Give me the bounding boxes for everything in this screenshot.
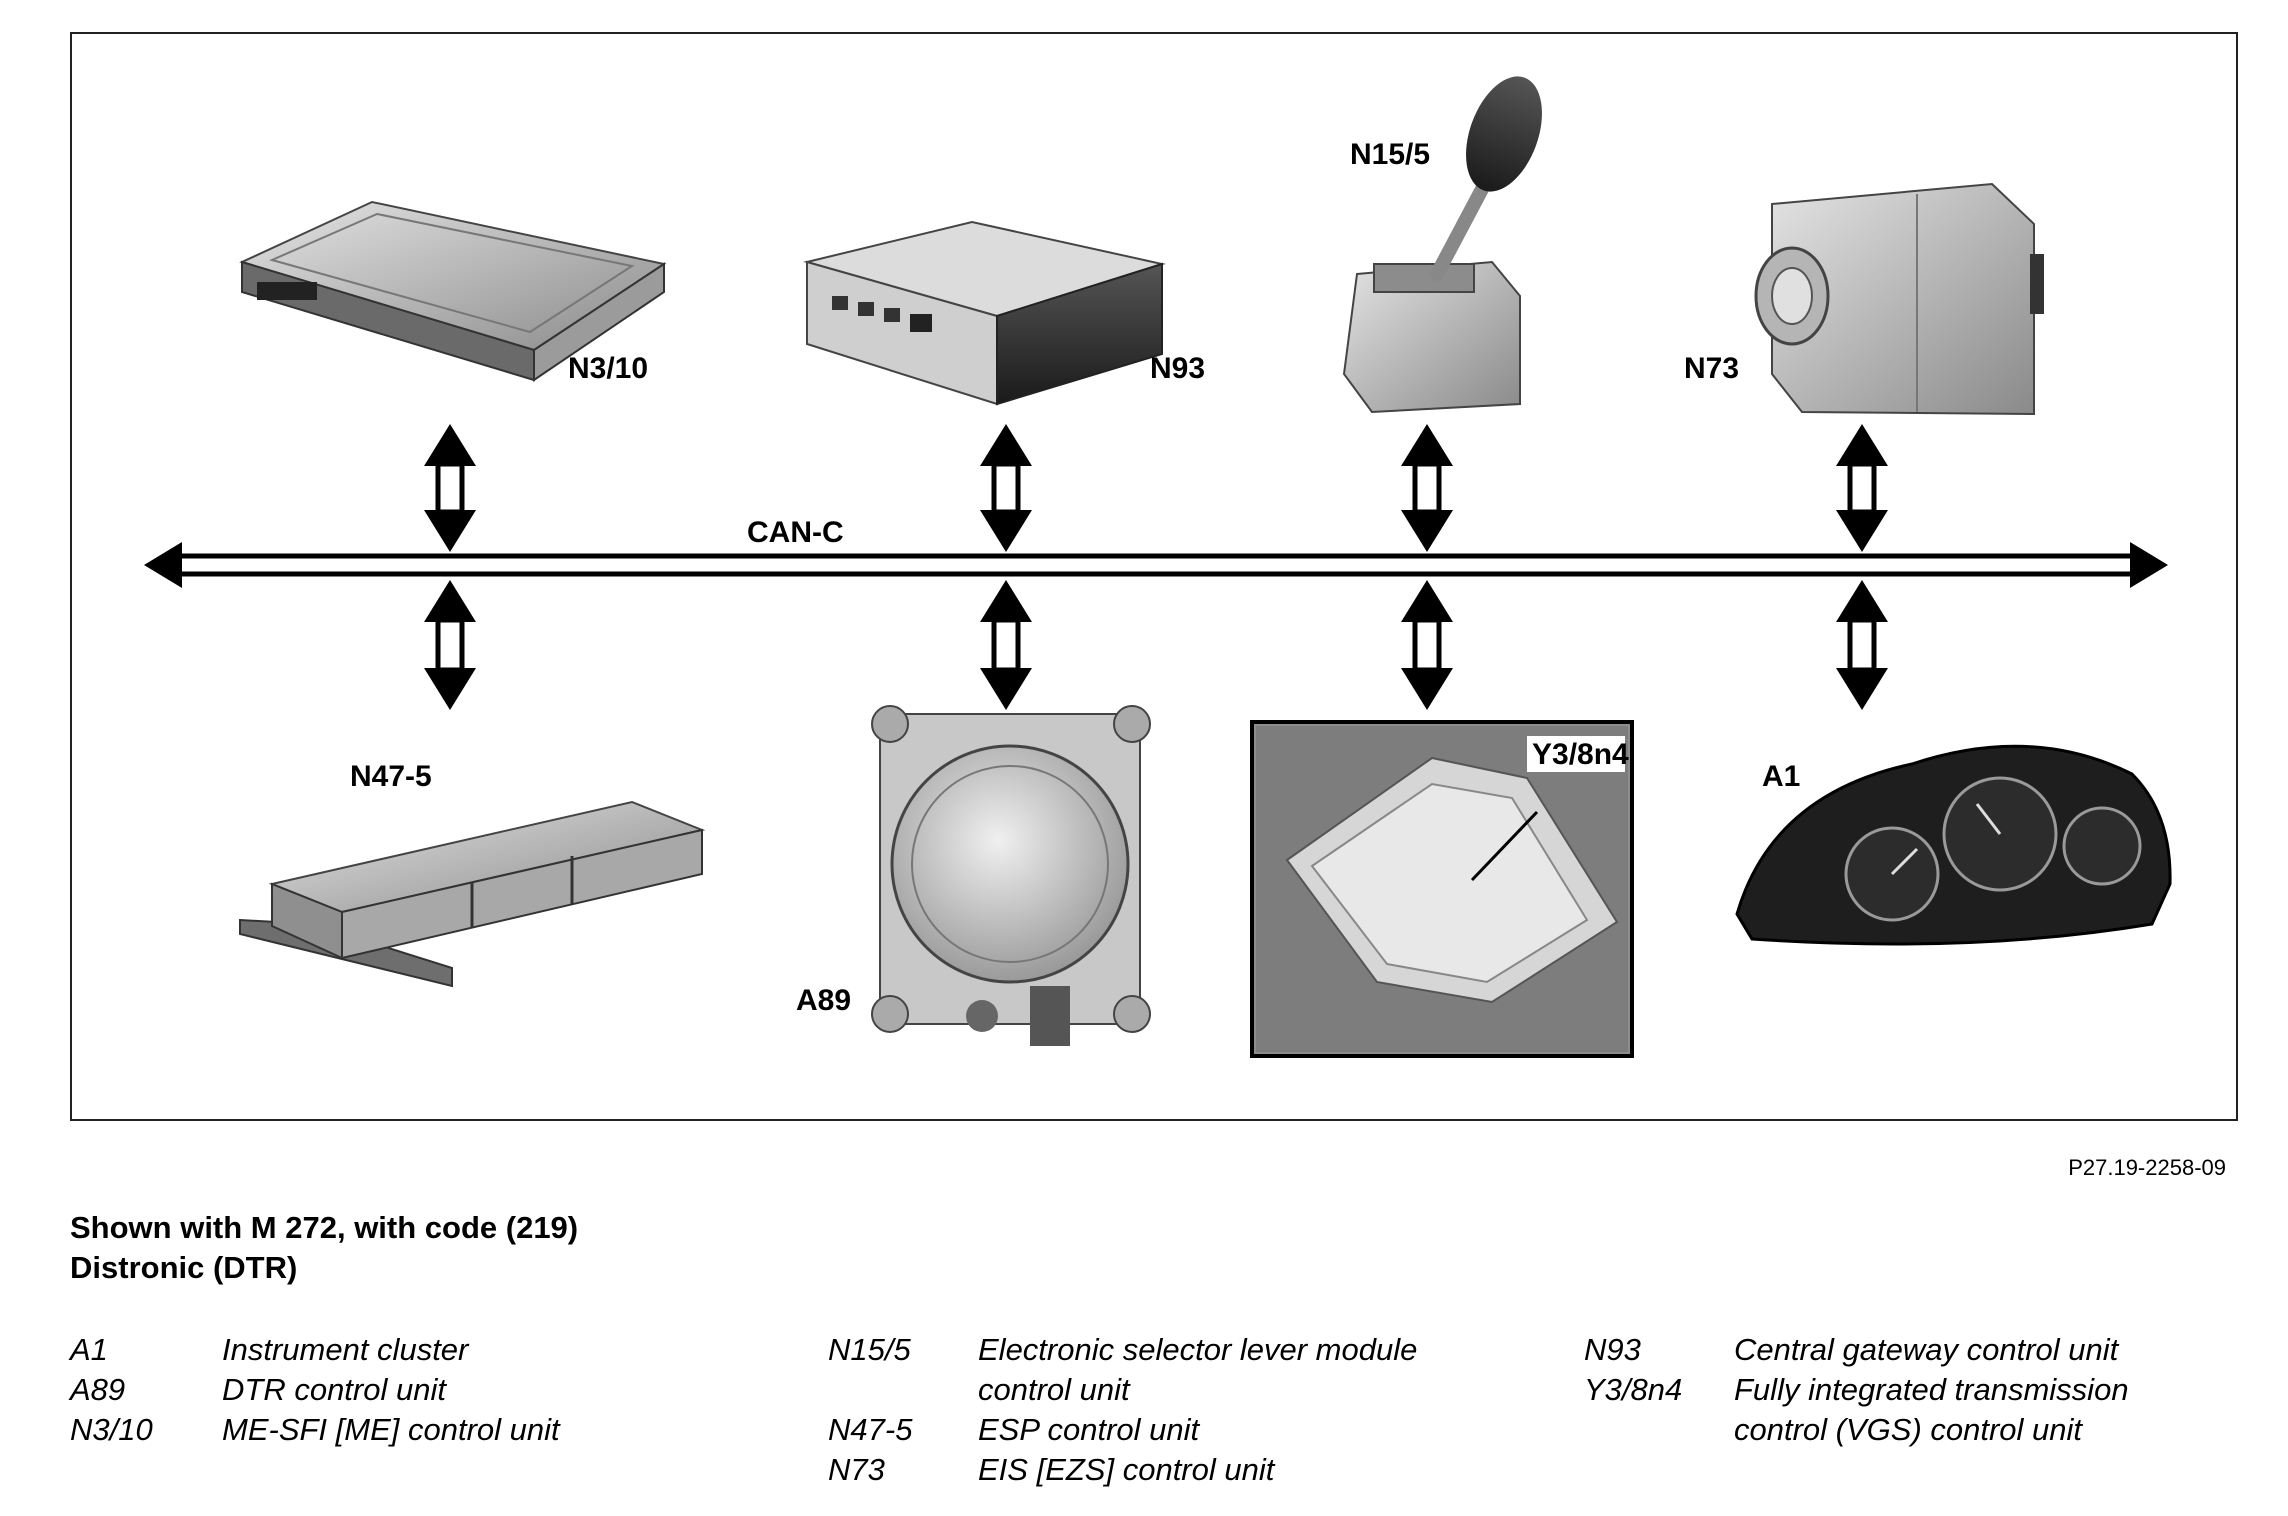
legend-desc: ESP control unit (978, 1412, 1200, 1447)
legend-code: A89 (70, 1372, 126, 1407)
a89-unit-image (871, 705, 1151, 1046)
connector-n15-5 (1401, 424, 1453, 552)
a1-unit-image (1735, 744, 2172, 946)
label-a1: A1 (1762, 760, 1800, 793)
figure-reference: P27.19-2258-09 (2068, 1155, 2226, 1180)
n93-unit-image (803, 220, 1166, 406)
legend-desc: Instrument cluster (222, 1332, 469, 1367)
label-n15-5: N15/5 (1350, 138, 1430, 171)
caption-line-1: Shown with M 272, with code (219) (70, 1210, 579, 1245)
connector-a89 (980, 580, 1032, 710)
bus-arrow-right (2130, 542, 2168, 588)
legend-item: N15/5 Electronic selector lever module co… (828, 1330, 1488, 1410)
n73-unit-image (1754, 182, 2044, 416)
diagram-frame: CAN-C (70, 32, 2238, 1121)
connector-n3-10 (424, 424, 476, 552)
n3-10-unit-image (239, 200, 667, 382)
legend-code: N47-5 (828, 1412, 913, 1447)
legend-item: N3/10 ME-SFI [ME] control unit (70, 1410, 760, 1450)
label-n3-10: N3/10 (568, 352, 648, 385)
label-n73: N73 (1684, 352, 1739, 385)
bus-arrow-left (144, 542, 182, 588)
legend-column-1: A1 Instrument cluster A89 DTR control unit… (70, 1330, 760, 1450)
legend-code: Y3/8n4 (1584, 1372, 1683, 1407)
connector-n73 (1836, 424, 1888, 552)
legend-desc: EIS [EZS] control unit (978, 1452, 1275, 1487)
legend-code: N93 (1584, 1332, 1641, 1367)
label-n47-5: N47-5 (350, 760, 432, 793)
connector-y3-8n4 (1401, 580, 1453, 710)
legend-desc: Electronic selector lever module control… (978, 1332, 1418, 1407)
n15-5-unit-image (1342, 76, 1542, 414)
legend-code: A1 (70, 1332, 108, 1367)
legend-item: A89 DTR control unit (70, 1370, 760, 1410)
legend-item: N47-5 ESP control unit (828, 1410, 1488, 1450)
bus-label: CAN-C (747, 516, 844, 549)
legend-item: N73 EIS [EZS] control unit (828, 1450, 1488, 1490)
can-bus-diagram: CAN-C (144, 76, 2172, 1058)
legend-item: N93 Central gateway control unit (1584, 1330, 2244, 1370)
caption: Shown with M 272, with code (219) Distro… (70, 1208, 578, 1288)
legend-code: N15/5 (828, 1332, 911, 1367)
label-a89: A89 (796, 984, 851, 1017)
connector-a1 (1836, 580, 1888, 710)
legend-desc: DTR control unit (222, 1372, 446, 1407)
legend-item: Y3/8n4 Fully integrated transmission cont… (1584, 1370, 2244, 1450)
connector-n47-5 (424, 580, 476, 710)
can-c-bus (144, 542, 2168, 588)
legend-code: N3/10 (70, 1412, 153, 1447)
connector-n93 (980, 424, 1032, 552)
n47-5-unit-image (239, 800, 706, 988)
caption-line-2: Distronic (DTR) (70, 1250, 298, 1285)
label-n93: N93 (1150, 352, 1205, 385)
legend-desc: Fully integrated transmission control (V… (1734, 1372, 2129, 1447)
legend-desc: Central gateway control unit (1734, 1332, 2119, 1367)
legend-column-3: N93 Central gateway control unit Y3/8n4 Fu… (1584, 1330, 2244, 1450)
label-y3-8n4: Y3/8n4 (1532, 738, 1629, 771)
y3-8n4-unit-image (1250, 720, 1634, 1058)
legend-desc: ME-SFI [ME] control unit (222, 1412, 560, 1447)
legend-column-2: N15/5 Electronic selector lever module co… (828, 1330, 1488, 1490)
legend-code: N73 (828, 1452, 885, 1487)
legend-item: A1 Instrument cluster (70, 1330, 760, 1370)
